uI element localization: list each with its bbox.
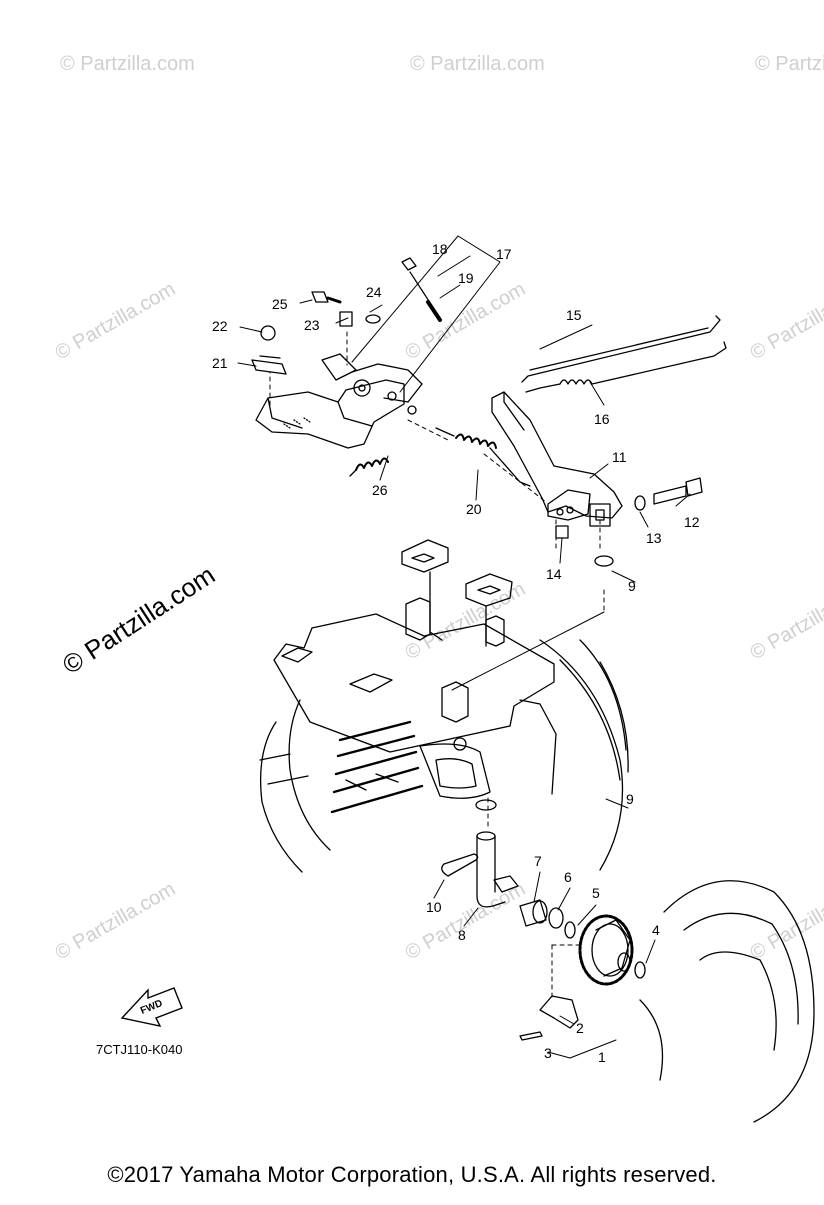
callout-7: 7: [534, 853, 542, 869]
fwd-arrow-icon: FWD: [122, 988, 182, 1026]
callout-10: 10: [426, 899, 442, 915]
watermark-main: © Partzilla.com: [57, 559, 220, 680]
callout-15: 15: [566, 307, 582, 323]
callout-16: 16: [594, 411, 610, 427]
watermark-faint: © Partzilla.com: [52, 878, 180, 964]
callout-8: 8: [458, 927, 466, 943]
bolt-12: [635, 478, 702, 510]
bushing-7: [520, 900, 547, 926]
callout-24: 24: [366, 284, 382, 300]
crankcase-cover: [664, 881, 814, 1122]
pin-3: [520, 1032, 542, 1040]
callout-9-lower: 9: [626, 791, 634, 807]
rods-15-16: [522, 316, 726, 392]
callout-13: 13: [646, 530, 662, 546]
callout-11: 11: [612, 449, 627, 465]
callout-25: 25: [272, 296, 288, 312]
spring-20: [436, 428, 530, 486]
circlip-5: [565, 922, 575, 938]
governor-gear: [580, 916, 632, 984]
watermark-faint: © Partzilla.com: [747, 278, 824, 364]
watermark-faint: © Partzilla.com: [410, 53, 545, 75]
faint-watermarks: © Partzilla.com © Partzilla.com © Partzi…: [52, 53, 824, 964]
watermark-faint: © Partzilla.com: [402, 278, 530, 364]
callout-2: 2: [576, 1020, 584, 1036]
copyright-notice: ©2017 Yamaha Motor Corporation, U.S.A. A…: [0, 1162, 824, 1188]
callout-22: 22: [212, 318, 228, 334]
washer-6: [549, 908, 563, 928]
callout-1: 1: [598, 1049, 606, 1065]
part-code: 7CTJ110-K040: [96, 1042, 182, 1057]
callout-14: 14: [546, 566, 562, 582]
callout-19: 19: [458, 270, 474, 286]
callout-18: 18: [432, 241, 448, 257]
watermark-faint: © Partzilla.com: [755, 53, 824, 75]
watermark-faint: © Partzilla.com: [60, 53, 195, 75]
callout-4: 4: [652, 922, 660, 938]
watermark-faint: © Partzilla.com: [52, 278, 180, 364]
watermark-faint: © Partzilla.com: [402, 878, 530, 964]
washer-4: [635, 962, 645, 978]
engine-housing: [260, 540, 628, 872]
callout-9-upper: 9: [628, 578, 636, 594]
callout-12: 12: [684, 514, 700, 530]
callout-21: 21: [212, 355, 228, 371]
callout-26: 26: [372, 482, 388, 498]
washer-9-upper: [595, 556, 613, 566]
callout-17: 17: [496, 246, 512, 262]
control-bracket: [256, 354, 422, 448]
callout-20: 20: [466, 501, 482, 517]
callout-6: 6: [564, 869, 572, 885]
callout-3: 3: [544, 1045, 552, 1061]
watermark-faint: © Partzilla.com: [747, 878, 824, 964]
callout-23: 23: [304, 317, 320, 333]
clip-pin-10: [442, 854, 478, 876]
callout-5: 5: [592, 885, 600, 901]
watermark-faint: © Partzilla.com: [747, 578, 824, 664]
